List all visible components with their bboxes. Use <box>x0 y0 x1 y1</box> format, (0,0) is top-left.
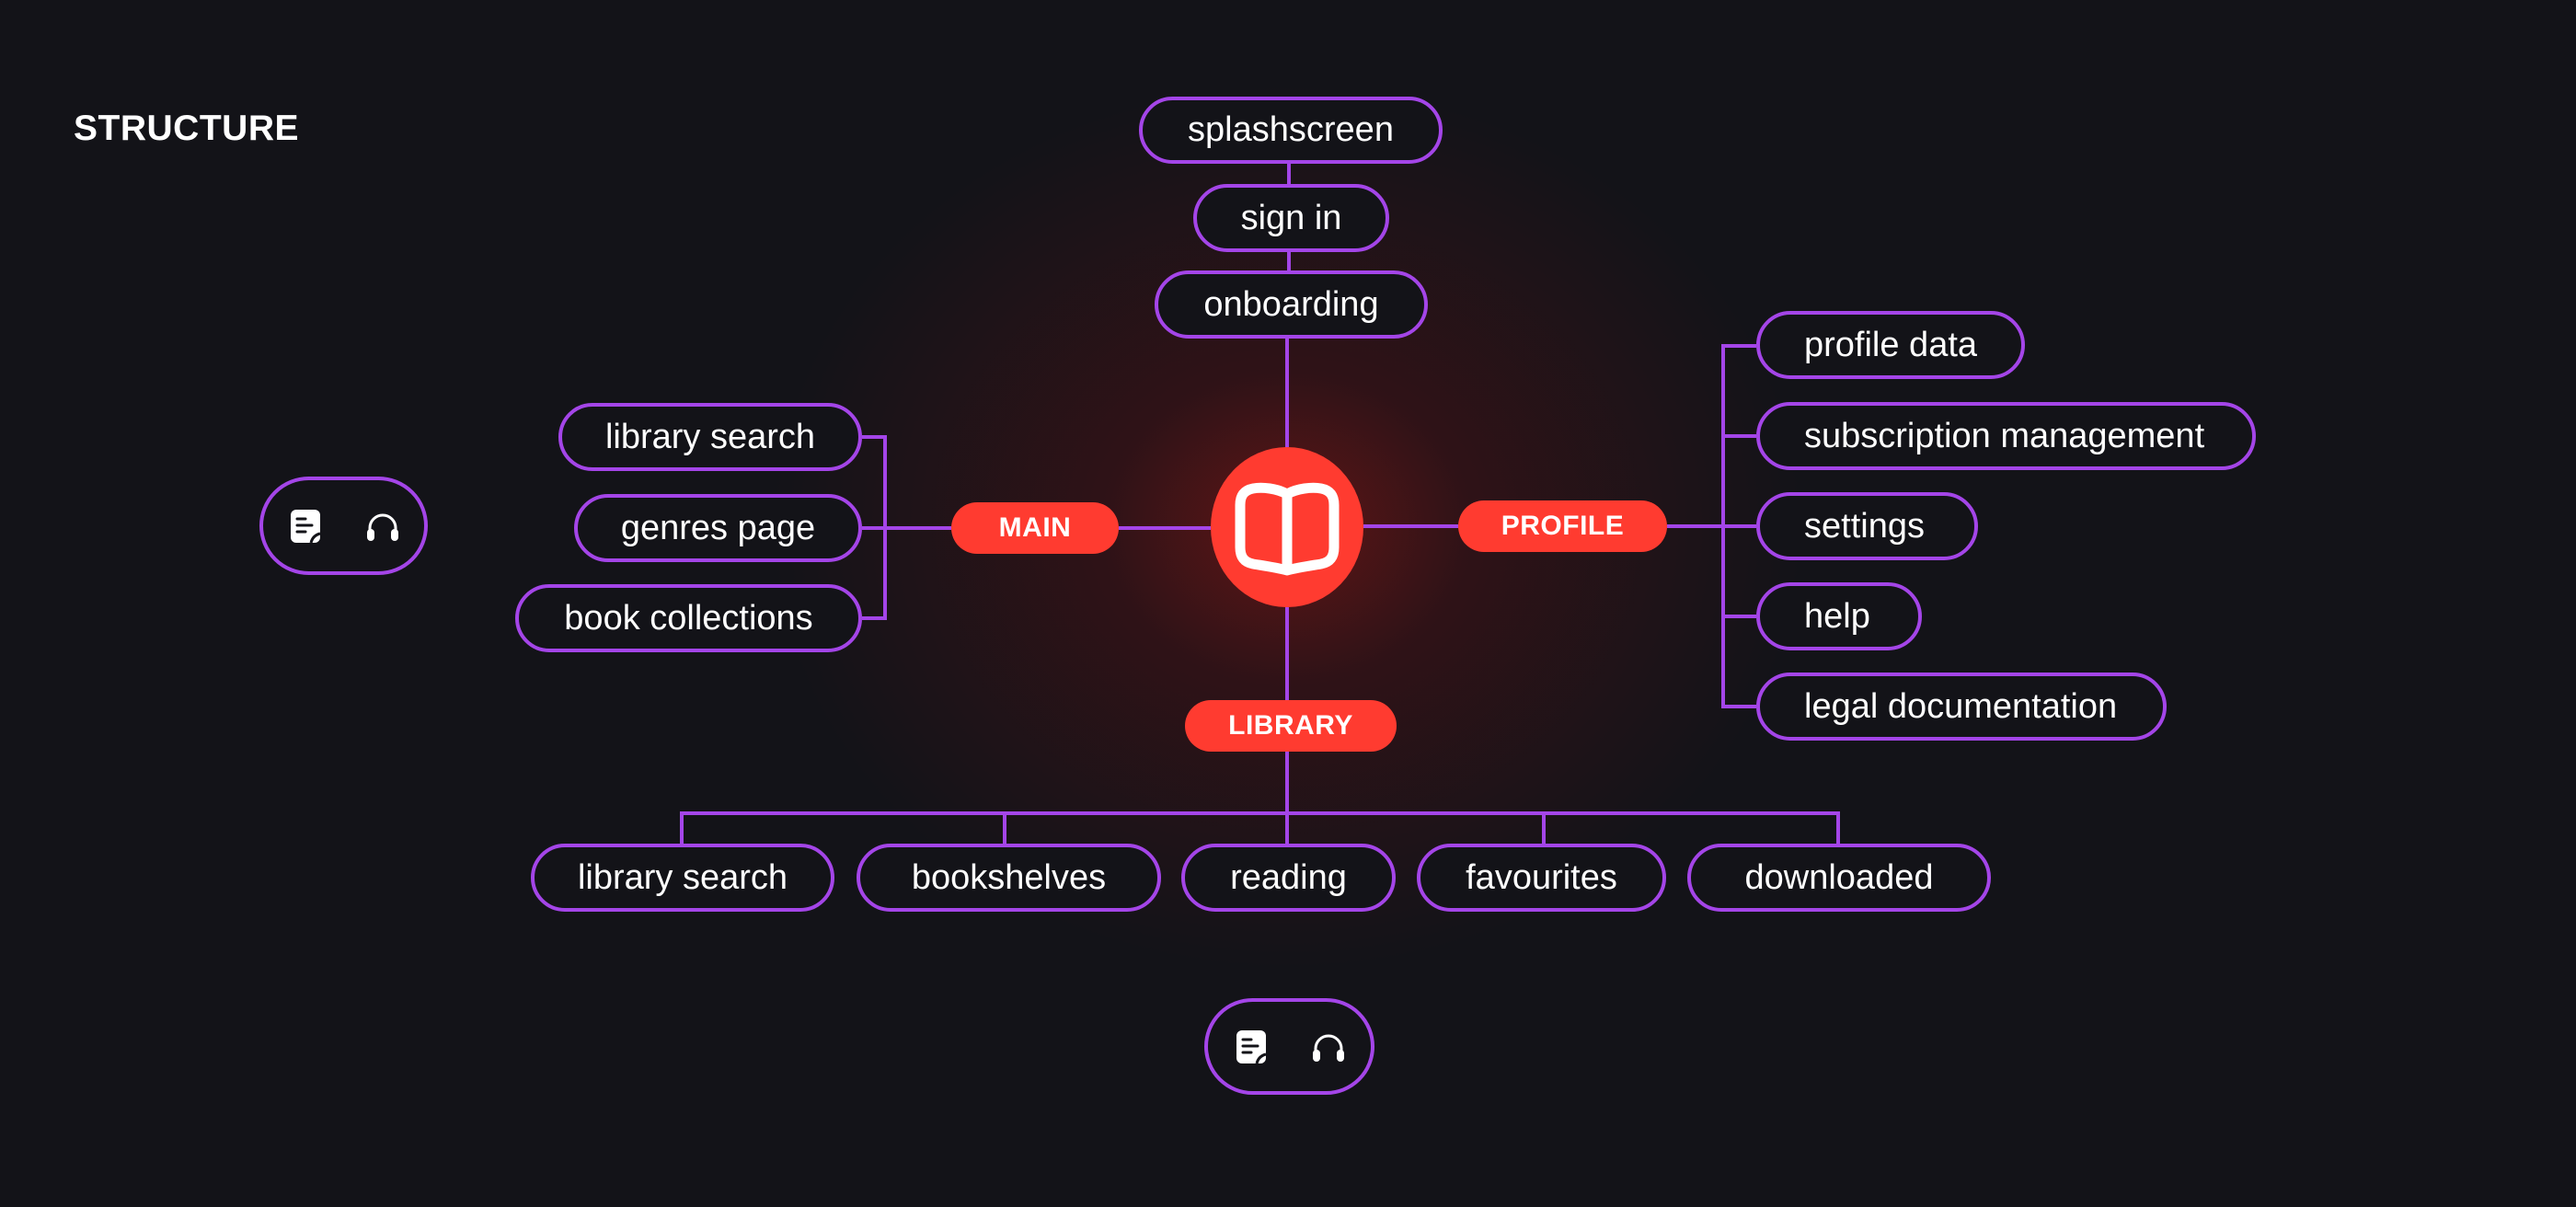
library-item-downloaded[interactable]: downloaded <box>1687 844 1991 912</box>
profile-item-subscription-management[interactable]: subscription management <box>1756 402 2256 470</box>
connector-library-bar <box>680 811 1840 844</box>
library-item-library-search[interactable]: library search <box>531 844 834 912</box>
section-badge-profile[interactable]: PROFILE <box>1458 500 1667 552</box>
library-item-favourites[interactable]: favourites <box>1417 844 1666 912</box>
main-item-book-collections[interactable]: book collections <box>515 584 862 652</box>
headphones-icon[interactable] <box>364 508 401 545</box>
profile-item-settings[interactable]: settings <box>1756 492 1978 560</box>
text-document-icon[interactable] <box>287 508 324 545</box>
library-item-bookshelves[interactable]: bookshelves <box>857 844 1161 912</box>
page-title: STRUCTURE <box>74 109 299 148</box>
headphones-icon[interactable] <box>1310 1029 1347 1065</box>
main-item-genres-page[interactable]: genres page <box>574 494 862 562</box>
profile-item-profile-data[interactable]: profile data <box>1756 311 2025 379</box>
connector-main-bracket <box>862 435 887 620</box>
connector-profile-bracket <box>1721 344 1756 708</box>
node-onboarding[interactable]: onboarding <box>1155 270 1428 339</box>
section-badge-library[interactable]: LIBRARY <box>1185 700 1397 752</box>
profile-item-legal-documentation[interactable]: legal documentation <box>1756 672 2167 741</box>
section-badge-main[interactable]: MAIN <box>951 502 1119 554</box>
app-hub[interactable] <box>1211 447 1363 607</box>
library-item-reading[interactable]: reading <box>1181 844 1396 912</box>
mode-toggle-left[interactable] <box>259 477 428 575</box>
main-item-library-search[interactable]: library search <box>558 403 862 471</box>
text-document-icon[interactable] <box>1233 1029 1270 1065</box>
node-sign-in[interactable]: sign in <box>1193 184 1389 252</box>
profile-item-help[interactable]: help <box>1756 582 1922 650</box>
mode-toggle-bottom[interactable] <box>1204 998 1374 1095</box>
open-book-icon <box>1235 482 1340 576</box>
node-splashscreen[interactable]: splashscreen <box>1139 97 1443 164</box>
